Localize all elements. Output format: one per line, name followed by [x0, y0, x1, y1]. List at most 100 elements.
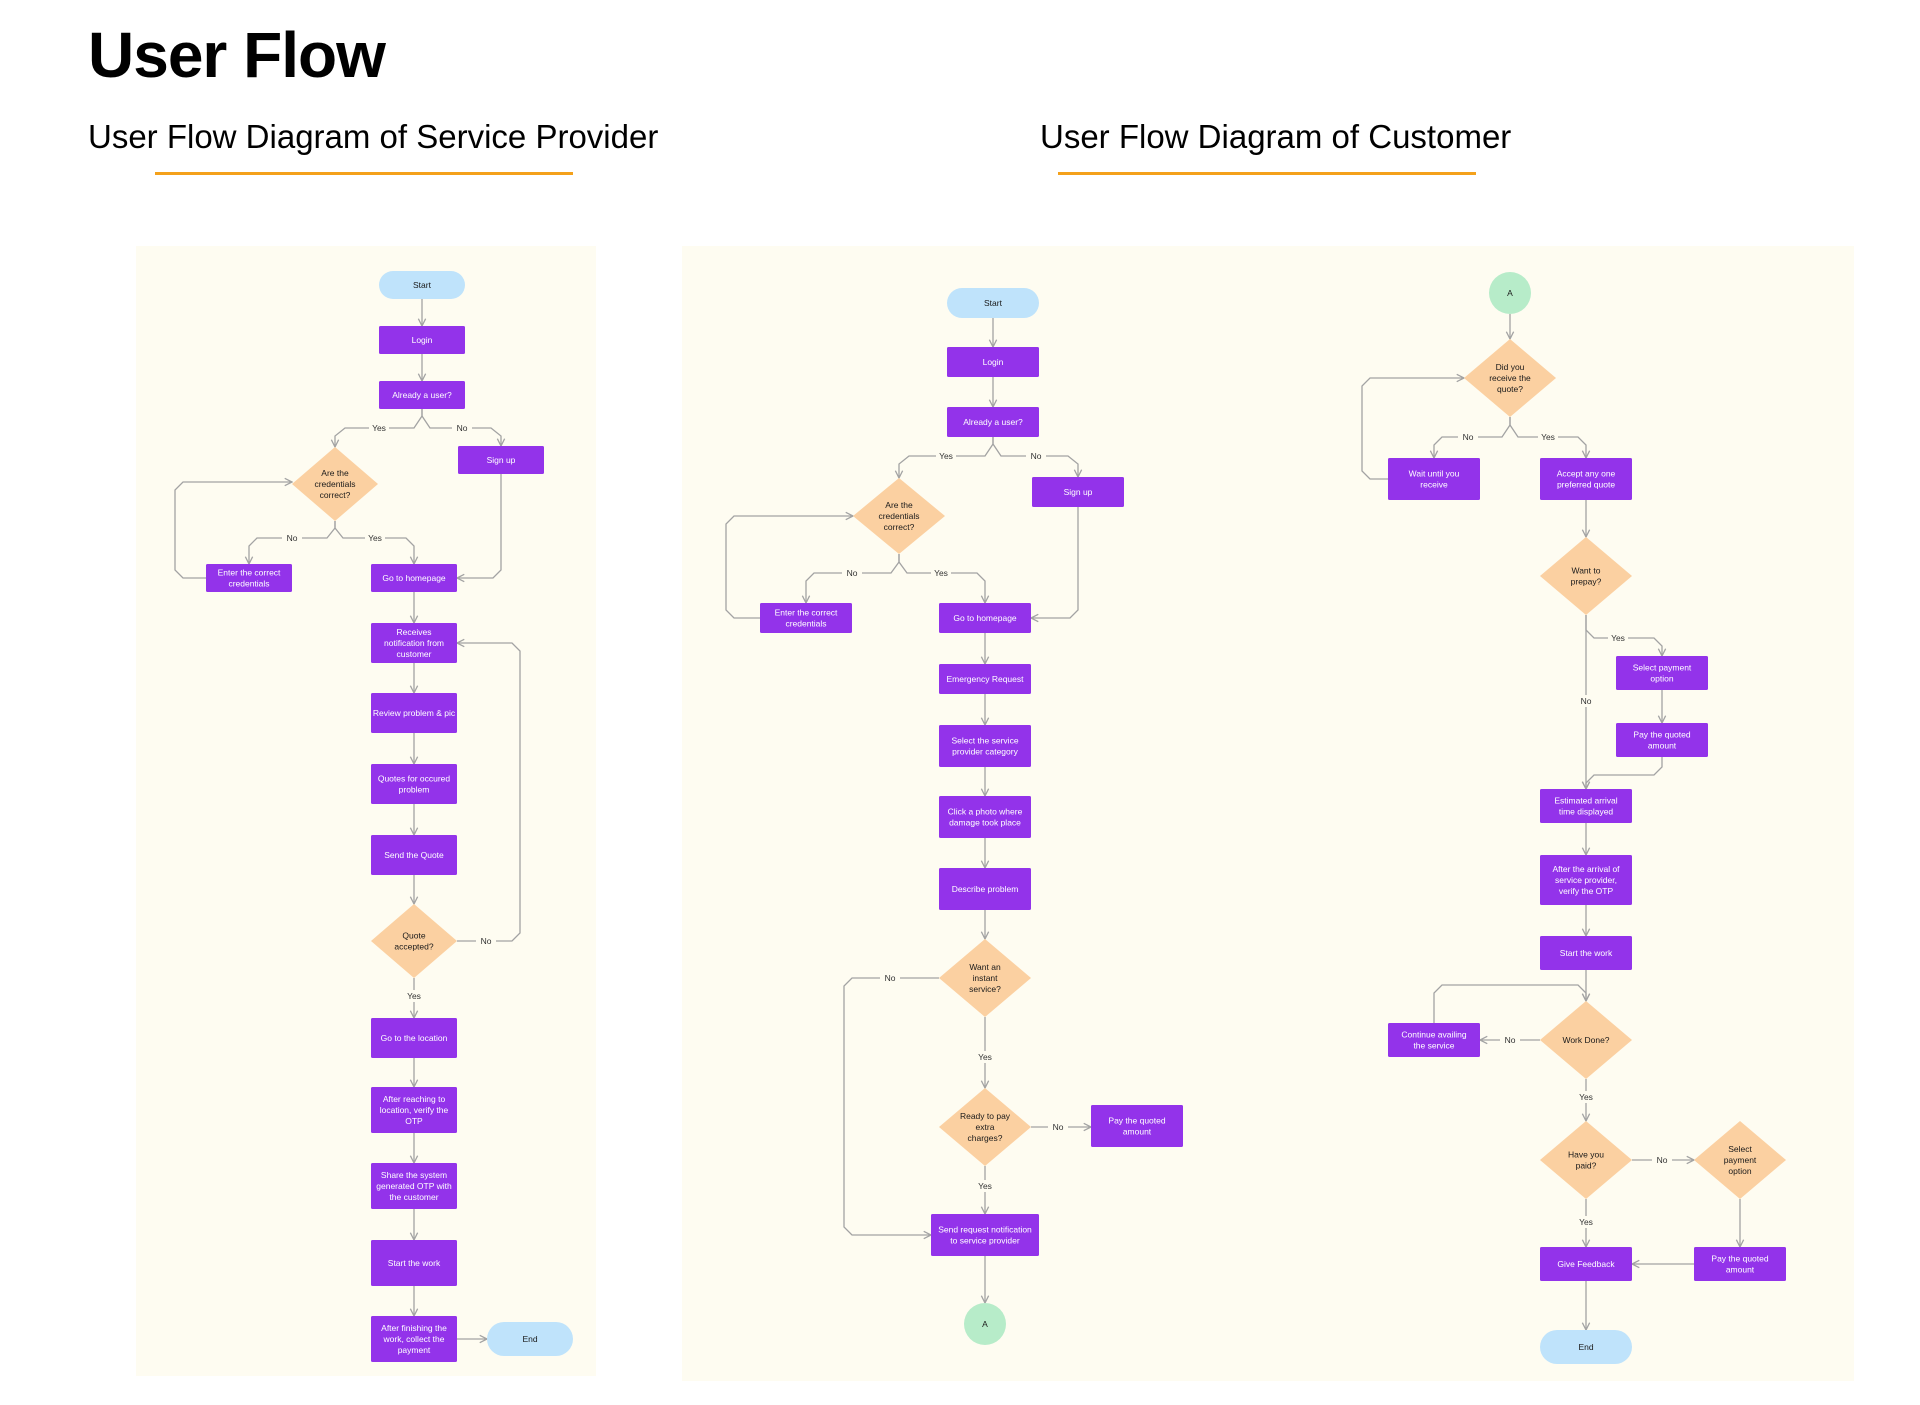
edge-label: No — [1463, 432, 1474, 442]
edge-label: No — [1031, 451, 1042, 461]
process-node-p-send: Send the Quote — [371, 835, 457, 875]
flow-edge: Yes — [404, 978, 424, 1018]
customer-title-underline — [1058, 172, 1476, 175]
provider-title-underline — [155, 172, 573, 175]
node-label: Start — [984, 298, 1003, 308]
terminal-node-c-end: End — [1540, 1330, 1632, 1364]
node-label: End — [1578, 1342, 1593, 1352]
customer-diagram-panel — [682, 246, 1854, 1381]
flow-edge: Yes — [335, 409, 423, 447]
process-node-c-emerg: Emergency Request — [939, 664, 1031, 694]
node-label: A — [982, 1319, 988, 1329]
node-label: Give Feedback — [1557, 1259, 1615, 1269]
edge-label: No — [1581, 696, 1592, 706]
edge-label: Yes — [978, 1181, 992, 1191]
process-node-p-signup: Sign up — [458, 446, 544, 474]
edge-label: Yes — [939, 451, 953, 461]
node-label: Sign up — [1064, 487, 1093, 497]
flow-edge — [1586, 757, 1663, 789]
decision-node-c-done: Work Done? — [1540, 1001, 1632, 1079]
flow-edge: Yes — [898, 554, 985, 603]
flow-edge: No — [421, 409, 501, 446]
node-label: Go to the location — [381, 1033, 448, 1043]
process-node-c-desc: Describe problem — [939, 868, 1031, 910]
node-label: Start the work — [388, 1258, 441, 1268]
edge-label: No — [457, 423, 468, 433]
edge-label: No — [481, 936, 492, 946]
edge-label: Yes — [1579, 1217, 1593, 1227]
node-label: Already a user? — [963, 417, 1023, 427]
provider-section-title: User Flow Diagram of Service Provider — [88, 118, 659, 155]
process-node-p-work: Start the work — [371, 1240, 457, 1286]
flow-edge: Yes — [975, 1017, 995, 1088]
edge-label: No — [847, 568, 858, 578]
edge-label: Yes — [1541, 432, 1555, 442]
flow-edge: No — [1031, 1121, 1091, 1133]
node-label: Start the work — [1560, 948, 1613, 958]
edge-label: Yes — [1579, 1092, 1593, 1102]
node-label: Login — [983, 357, 1004, 367]
node-label: Start — [413, 280, 432, 290]
process-node-c-signup: Sign up — [1032, 477, 1124, 507]
flow-edge: No — [1480, 1034, 1540, 1046]
connector-node-c-a2: A — [1489, 272, 1531, 314]
flow-edge: Yes — [334, 521, 414, 564]
node-label: End — [522, 1334, 537, 1344]
flow-edge: Yes — [899, 437, 994, 478]
node-label: Emergency Request — [946, 674, 1024, 684]
flow-edge: No — [806, 554, 900, 603]
flow-edge — [1433, 984, 1586, 1023]
process-node-c-login: Login — [947, 347, 1039, 377]
page-title: User Flow — [88, 19, 386, 91]
node-label: Go to homepage — [953, 613, 1017, 623]
node-label: Send the Quote — [384, 850, 444, 860]
customer-section-title: User Flow Diagram of Customer — [1040, 118, 1512, 155]
edge-label: Yes — [372, 423, 386, 433]
node-label: Work Done? — [1562, 1035, 1609, 1045]
flow-edge: Yes — [1576, 1199, 1596, 1247]
node-label: Already a user? — [392, 390, 452, 400]
flow-edge: No — [992, 437, 1078, 477]
flow-edge — [1031, 507, 1079, 618]
process-node-p-review: Review problem & pic — [371, 693, 457, 733]
flow-edge: No — [1632, 1154, 1694, 1166]
connector-node-c-a1: A — [964, 1303, 1006, 1345]
terminal-node-p-start: Start — [379, 271, 465, 299]
process-node-c-startw: Start the work — [1540, 936, 1632, 970]
terminal-node-c-start: Start — [947, 288, 1039, 318]
edge-label: No — [1505, 1035, 1516, 1045]
flow-edge: No — [457, 643, 521, 947]
provider-diagram-panel — [136, 246, 596, 1376]
edge-label: No — [1657, 1155, 1668, 1165]
flow-edge — [1361, 378, 1464, 480]
